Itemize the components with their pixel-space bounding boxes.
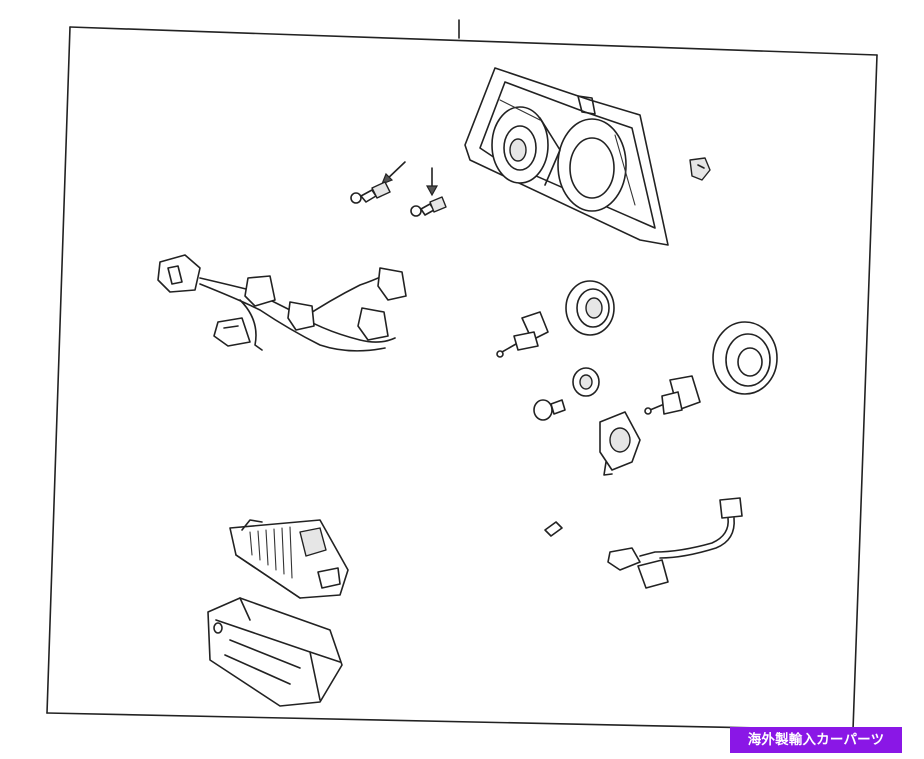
ballast	[229, 519, 349, 599]
dust-cap-upper	[565, 280, 615, 336]
adjuster-screw-left	[350, 161, 406, 204]
headlamp-housing	[464, 67, 669, 246]
socket-lower	[599, 411, 641, 476]
small-bulb-lower	[544, 521, 563, 537]
small-bulb-center	[533, 399, 566, 421]
diagram-frame	[46, 19, 878, 731]
retainer-clip	[689, 157, 711, 181]
ballast-bracket	[207, 597, 343, 707]
bulb-right	[644, 375, 701, 415]
bulb-upper	[496, 311, 549, 358]
adjuster-screw-right	[410, 167, 447, 217]
shop-label-badge: 海外製輸入カーパーツ	[730, 727, 902, 753]
wiring-lead	[607, 497, 743, 589]
dust-cap-right	[712, 321, 778, 395]
socket-center	[572, 367, 600, 397]
wiring-harness	[157, 254, 407, 352]
